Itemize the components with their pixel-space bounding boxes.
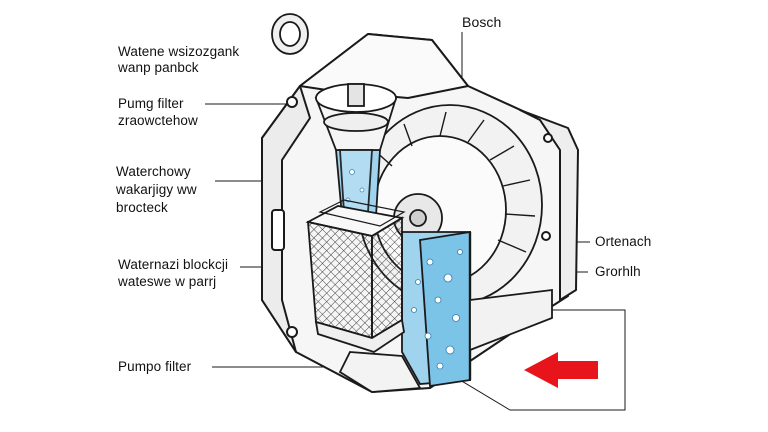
mount-hole <box>286 326 298 338</box>
lower-housing <box>338 288 553 393</box>
mount-hole <box>286 96 298 108</box>
inlet-funnel <box>314 83 398 217</box>
mount-hole <box>543 133 553 143</box>
water-bubbles <box>411 249 463 370</box>
mesh-filter <box>305 199 406 353</box>
flow-arrow <box>524 352 598 388</box>
label-grorhlh: Grorhlh <box>595 264 641 279</box>
label-top-left-2: wanp panbck <box>118 60 199 75</box>
leader-bottom-bracket <box>459 309 626 411</box>
mount-hole <box>541 231 551 241</box>
impeller-shaft <box>409 209 427 227</box>
label-waterchowy-3: brocteck <box>116 200 168 215</box>
filter-side <box>371 216 403 340</box>
housing-slot <box>271 209 285 251</box>
label-ortenach: Ortenach <box>595 234 652 249</box>
label-pumpo-filter: Pumpo filter <box>118 359 192 374</box>
label-water-block-2: wateswe w parrj <box>118 274 217 289</box>
label-pump-filter-2: zraowctehow <box>118 113 198 128</box>
label-water-block-1: Waternazi blockcji <box>118 257 229 272</box>
filter-frame <box>318 199 406 227</box>
label-waterchowy-2: wakarjigy ww <box>116 182 197 197</box>
cap-ring <box>271 13 309 55</box>
label-waterchowy-1: Waterchowy <box>116 164 191 179</box>
funnel-ring <box>323 112 389 132</box>
label-brand: Bosch <box>462 14 502 30</box>
water-chamber <box>401 230 472 388</box>
label-top-left-1: Watene wsizozgank <box>118 44 240 59</box>
label-pump-filter-1: Pumg filter <box>118 96 184 111</box>
filter-base <box>314 318 405 353</box>
housing-right-ear <box>519 109 579 301</box>
funnel-nozzle <box>347 83 365 107</box>
filter-front <box>307 220 373 340</box>
